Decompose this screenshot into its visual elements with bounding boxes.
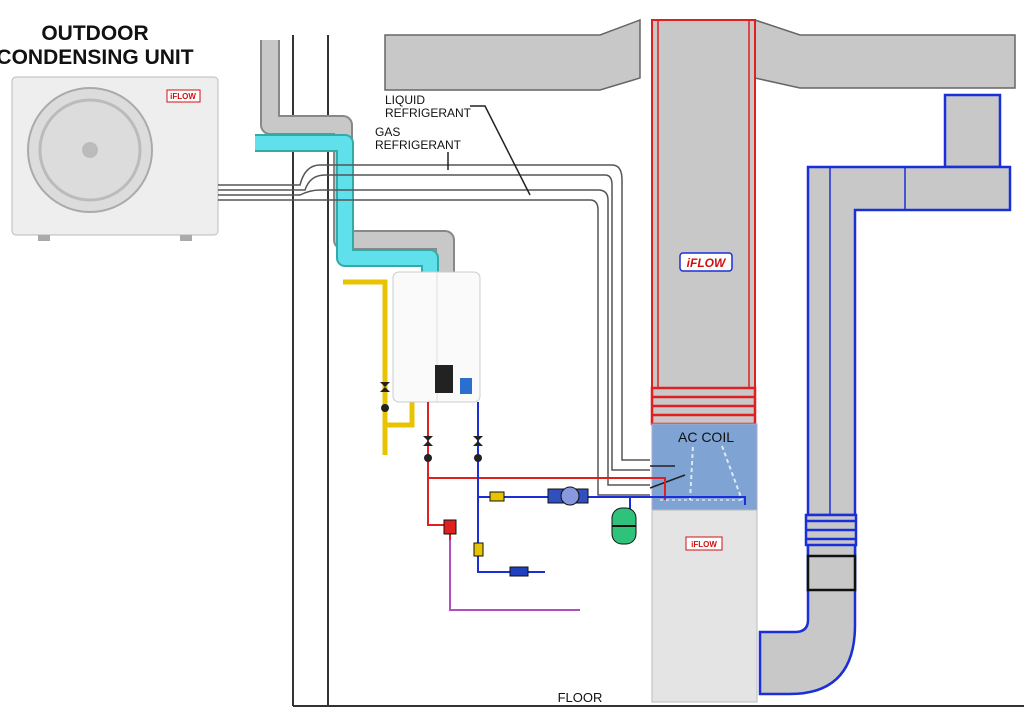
floor-label: FLOOR (558, 690, 603, 705)
outdoor-condensing-unit: iFLOW (11, 76, 219, 241)
iflow-logo-outdoor: iFLOW (170, 92, 196, 101)
gas-line (343, 279, 388, 455)
expansion-tank (611, 507, 637, 545)
supply-plenum-duct: iFLOW (651, 19, 756, 391)
refrigerant-lines (218, 164, 650, 496)
liquid-refrigerant-label-1: LIQUID (385, 93, 425, 107)
iflow-logo-air-handler: iFLOW (691, 540, 717, 549)
return-duct (758, 93, 1012, 696)
circulator-pump (443, 486, 589, 577)
valves (380, 382, 483, 462)
title-line-2: CONDENSING UNIT (0, 46, 194, 69)
title-line-1: OUTDOOR (41, 22, 148, 45)
flex-connector (650, 386, 757, 426)
air-handler: iFLOW (651, 509, 758, 703)
refrigerant-leaders (447, 105, 686, 489)
supply-trunk-duct (384, 18, 1016, 91)
liquid-refrigerant-label-2: REFRIGERANT (385, 106, 472, 120)
tankless-water-heater (392, 271, 481, 403)
gas-refrigerant-label-1: GAS (375, 125, 400, 139)
gas-refrigerant-label-2: REFRIGERANT (375, 138, 462, 152)
ac-coil-label: AC COIL (678, 429, 734, 445)
iflow-logo-text: iFLOW (687, 256, 727, 270)
ac-coil: AC COIL (651, 423, 758, 511)
iflow-logo-duct (679, 252, 733, 272)
